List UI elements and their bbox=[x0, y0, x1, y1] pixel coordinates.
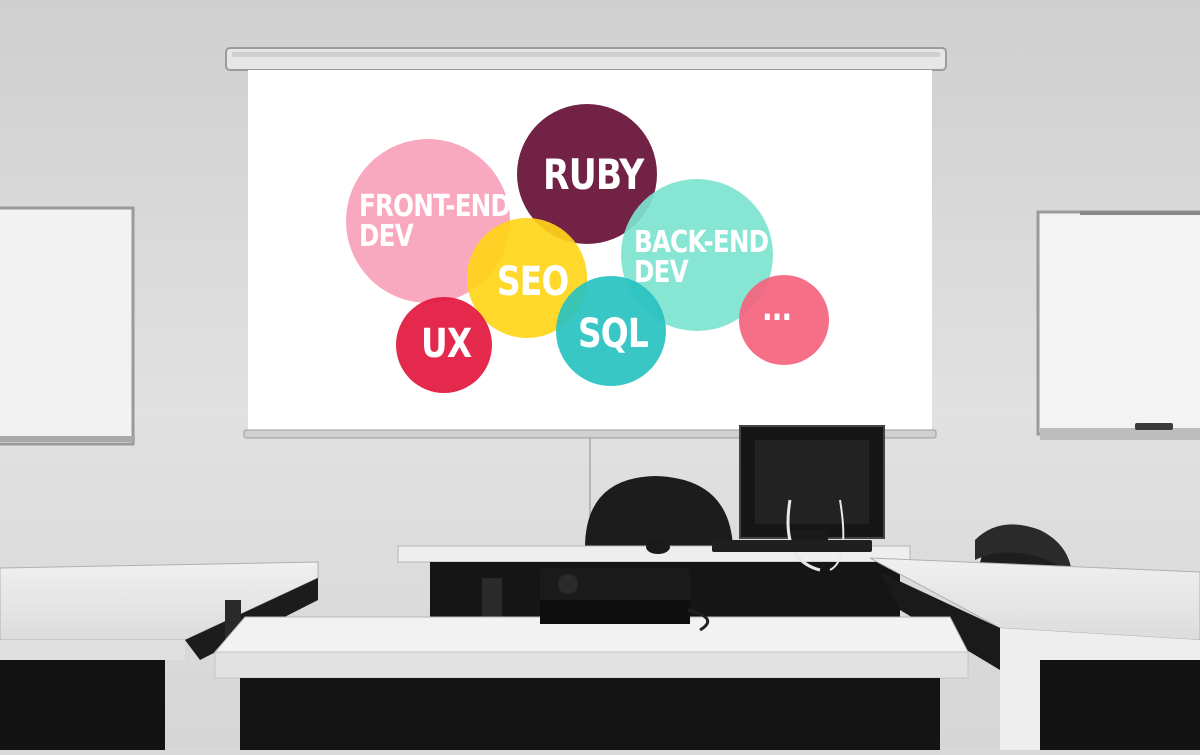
left-whiteboard bbox=[0, 206, 135, 446]
right-whiteboard bbox=[1036, 210, 1200, 440]
bubble-front-end bbox=[346, 139, 510, 303]
bubble-ruby bbox=[517, 104, 657, 244]
bubble-back-end bbox=[621, 179, 773, 331]
bubble-group bbox=[346, 104, 829, 393]
keyboard bbox=[712, 540, 872, 552]
chair bbox=[585, 476, 733, 548]
monitor bbox=[739, 425, 885, 572]
bubble-label-sql: SQL bbox=[578, 311, 649, 357]
right-desk bbox=[869, 557, 1200, 750]
bubble-label-more: ... bbox=[762, 289, 792, 329]
bubble-more bbox=[739, 275, 829, 365]
front-desk bbox=[213, 616, 969, 750]
bubble-seo bbox=[467, 218, 587, 338]
mouse bbox=[646, 540, 670, 554]
marker-icon bbox=[1135, 423, 1173, 430]
bubble-label-ruby: RUBY bbox=[543, 150, 644, 199]
bubble-label-front-end: FRONT-END DEV bbox=[359, 189, 511, 254]
bubble-label-back-end: BACK-END DEV bbox=[634, 225, 769, 290]
bubble-sql bbox=[556, 276, 666, 386]
bubble-ux bbox=[396, 297, 492, 393]
bubble-label-ux: UX bbox=[421, 321, 472, 367]
left-desk bbox=[0, 561, 319, 750]
projector bbox=[540, 568, 710, 632]
bubble-label-seo: SEO bbox=[497, 259, 569, 305]
